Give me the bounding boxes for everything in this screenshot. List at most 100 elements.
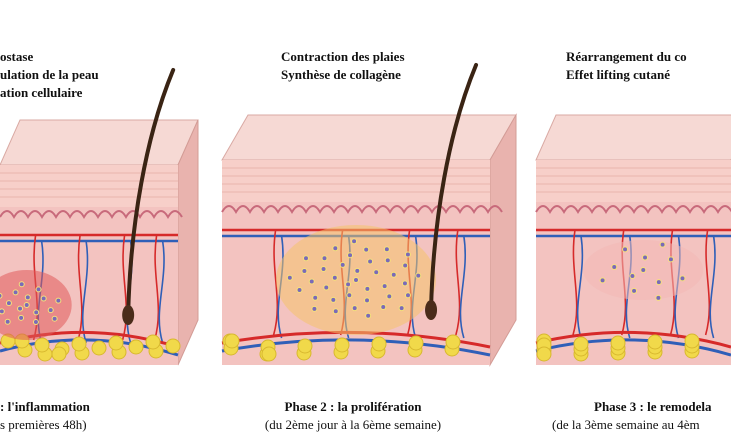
fibroblast-cell bbox=[659, 241, 666, 248]
dermal-junction bbox=[0, 210, 183, 219]
fibroblast-cell bbox=[363, 246, 370, 253]
fat-lobule bbox=[261, 346, 277, 362]
panel2-top-line: Contraction des plaies bbox=[281, 49, 405, 64]
fibroblast-cell bbox=[351, 238, 358, 245]
fibroblast-cell bbox=[622, 246, 629, 253]
fibroblast-cell bbox=[302, 255, 309, 262]
vein-branch bbox=[459, 235, 467, 339]
fibroblast-cell bbox=[0, 308, 5, 315]
fat-lobule bbox=[51, 346, 67, 362]
fat-lobule bbox=[71, 336, 87, 352]
fat-lobule bbox=[145, 334, 161, 350]
fat-lobule bbox=[647, 334, 663, 350]
artery-branch bbox=[153, 234, 160, 341]
fibroblast-cell bbox=[40, 295, 47, 302]
panel1-phase-title: : l'inflammation bbox=[0, 399, 90, 414]
fibroblast-cell bbox=[404, 292, 411, 299]
fibroblast-cell bbox=[17, 305, 24, 312]
fibroblast-cell bbox=[380, 304, 387, 311]
panel3-phase-caption: Phase 3 : le remodela (de la 3ème semain… bbox=[552, 398, 711, 434]
vein-branch bbox=[709, 235, 716, 339]
fibroblast-cell bbox=[5, 300, 12, 307]
artery-branch bbox=[77, 234, 83, 341]
fibroblast-cell bbox=[629, 272, 636, 279]
panel1-top-line: ation cellulaire bbox=[0, 85, 83, 100]
skin-top-surface bbox=[535, 114, 731, 161]
fibroblast-cell bbox=[296, 286, 303, 293]
skin-block-remodeling bbox=[535, 114, 731, 365]
hair-shaft bbox=[126, 68, 176, 317]
fat-lobule bbox=[297, 338, 313, 354]
artery-branch bbox=[572, 229, 578, 336]
skin-top-surface bbox=[0, 119, 199, 166]
fibroblast-cell bbox=[667, 256, 674, 263]
fibroblast-cell bbox=[308, 278, 315, 285]
fat-lobule bbox=[610, 335, 626, 351]
skin-side-face bbox=[489, 113, 517, 367]
fibroblast-cell bbox=[33, 309, 40, 316]
artery-branch bbox=[121, 234, 128, 341]
fibroblast-cell bbox=[332, 308, 339, 315]
fibroblast-cell bbox=[323, 284, 330, 291]
fibroblast-cell bbox=[51, 315, 58, 322]
panel3-top-line: Effet lifting cutané bbox=[566, 67, 670, 82]
fibroblast-cell bbox=[365, 312, 372, 319]
fibroblast-cell bbox=[354, 267, 361, 274]
fibroblast-cell bbox=[401, 280, 408, 287]
fibroblast-cell bbox=[381, 283, 388, 290]
fibroblast-cell bbox=[321, 255, 328, 262]
fibroblast-cell bbox=[23, 302, 30, 308]
fat-lobule bbox=[165, 338, 181, 354]
panel1-phase-caption: : l'inflammation s premières 48h) bbox=[0, 398, 90, 434]
panel1-phase-sub: s premières 48h) bbox=[0, 417, 87, 432]
fat-lobule bbox=[445, 334, 461, 350]
fibroblast-cell bbox=[12, 289, 19, 296]
fibroblast-cell bbox=[339, 261, 346, 268]
fat-lobule bbox=[408, 335, 424, 351]
fibroblast-cell bbox=[655, 279, 662, 286]
fibroblast-cell bbox=[642, 254, 649, 261]
fibroblast-cell bbox=[301, 267, 308, 274]
panel3-phase-title: Phase 3 : le remodela bbox=[594, 399, 712, 414]
skin-top-surface bbox=[221, 114, 517, 161]
hair-bulb bbox=[425, 300, 438, 320]
panel2-phase-title: Phase 2 : la prolifération bbox=[284, 399, 422, 414]
fibroblast-cell bbox=[311, 305, 318, 312]
hair-bulb bbox=[122, 305, 135, 325]
fibroblast-cell bbox=[18, 314, 25, 321]
fat-lobule bbox=[684, 333, 700, 349]
artery-branch bbox=[455, 229, 461, 336]
panel3-phase-sub: (de la 3ème semaine au 4èm bbox=[552, 417, 700, 432]
fibroblast-cell bbox=[24, 294, 31, 301]
fibroblast-cell bbox=[346, 292, 353, 299]
fibroblast-cell bbox=[331, 274, 338, 281]
fibroblast-cell bbox=[415, 272, 422, 279]
fibroblast-cell bbox=[0, 292, 3, 299]
fibroblast-cell bbox=[640, 267, 647, 273]
deep-vein bbox=[535, 338, 731, 357]
panel3-top-line: Réarrangement du co bbox=[566, 49, 687, 64]
fibroblast-cell bbox=[286, 274, 293, 281]
skin-block-inflammation bbox=[0, 68, 199, 366]
fibroblast-cell bbox=[631, 287, 638, 294]
fibroblast-cell bbox=[383, 246, 390, 253]
artery-branch bbox=[272, 229, 279, 336]
fibroblast-cell bbox=[351, 305, 358, 312]
panel1-top-line: ulation de la peau bbox=[0, 67, 99, 82]
fibroblast-cell bbox=[55, 297, 62, 304]
fibroblast-cell bbox=[373, 269, 380, 276]
fibroblast-cell bbox=[398, 305, 405, 312]
fibroblast-cell bbox=[599, 277, 606, 284]
fibroblast-cell bbox=[330, 296, 337, 303]
fibroblast-cell bbox=[18, 281, 25, 288]
panel1-top-caption: ostase ulation de la peau ation cellulai… bbox=[0, 48, 99, 102]
panel2-phase-sub: (du 2ème jour à la 6ème semaine) bbox=[264, 417, 442, 432]
fat-lobule bbox=[573, 336, 589, 352]
dermal-junction bbox=[221, 205, 503, 214]
fibroblast-cell bbox=[320, 266, 327, 273]
fibroblast-cell bbox=[655, 294, 662, 301]
fibroblast-cell bbox=[611, 263, 618, 270]
fibroblast-cell bbox=[386, 293, 393, 300]
epidermis-layer bbox=[536, 160, 731, 202]
